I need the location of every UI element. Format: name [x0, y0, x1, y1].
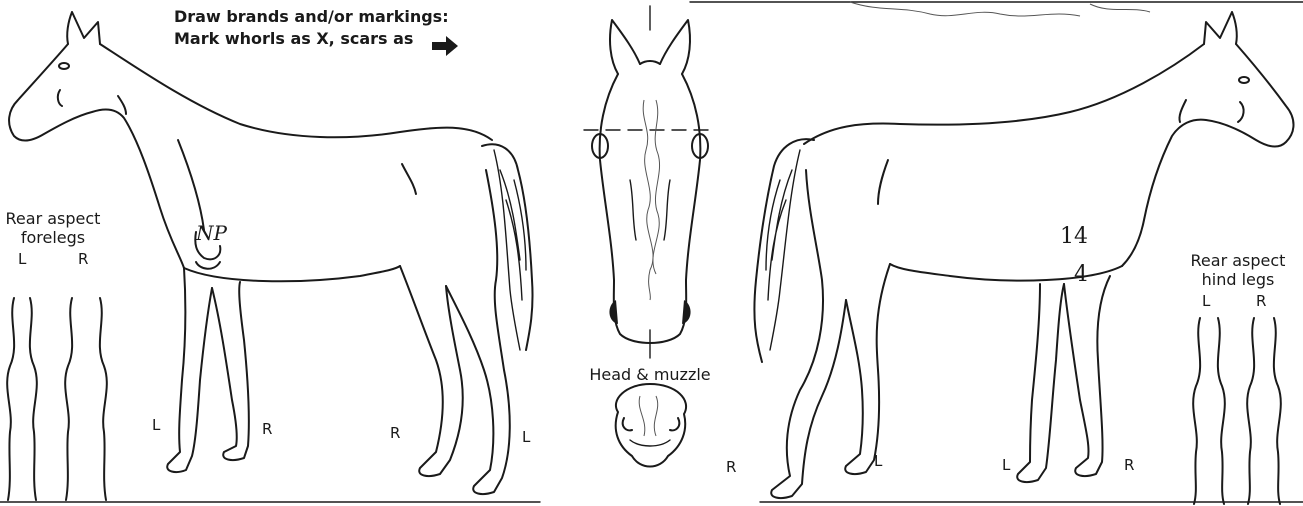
left-rear-aspect-caption-2: forelegs — [0, 229, 106, 247]
right-rear-aspect-caption-1: Rear aspect — [1178, 252, 1298, 270]
right-rear-leg-label-r: R — [1256, 292, 1266, 310]
right-horse-brand-line-1: 14 — [1060, 228, 1088, 246]
left-rear-leg-label-r: R — [78, 250, 88, 268]
instructions-line-1: Draw brands and/or markings: — [174, 8, 449, 26]
rear-aspect-forelegs — [7, 298, 107, 500]
left-horse-front-right-label: R — [262, 420, 272, 438]
head-muzzle-caption: Head & muzzle — [574, 366, 726, 384]
left-horse-brand: NP — [196, 224, 227, 242]
right-rear-aspect-caption-2: hind legs — [1178, 271, 1298, 289]
right-horse-hind-left-label: L — [874, 452, 882, 470]
right-horse-front-left-label: L — [1002, 456, 1010, 474]
left-horse-front-left-label: L — [152, 416, 160, 434]
left-rear-leg-label-l: L — [18, 250, 26, 268]
right-horse-hind-right-label: R — [726, 458, 736, 476]
left-rear-aspect-caption-1: Rear aspect — [0, 210, 106, 228]
horse-head-front — [584, 6, 716, 358]
horse-muzzle — [616, 384, 686, 467]
arrow-right-icon — [432, 36, 458, 56]
instructions-line-2: Mark whorls as X, scars as — [174, 30, 413, 48]
left-horse-hind-right-label: R — [390, 424, 400, 442]
right-horse-front-right-label: R — [1124, 456, 1134, 474]
rear-aspect-hind-legs — [1193, 318, 1281, 504]
left-horse-hind-left-label: L — [522, 428, 530, 446]
right-rear-leg-label-l: L — [1202, 292, 1210, 310]
handwriting-scribble — [850, 2, 1150, 16]
right-horse-brand-line-2: 4 — [1074, 266, 1088, 284]
